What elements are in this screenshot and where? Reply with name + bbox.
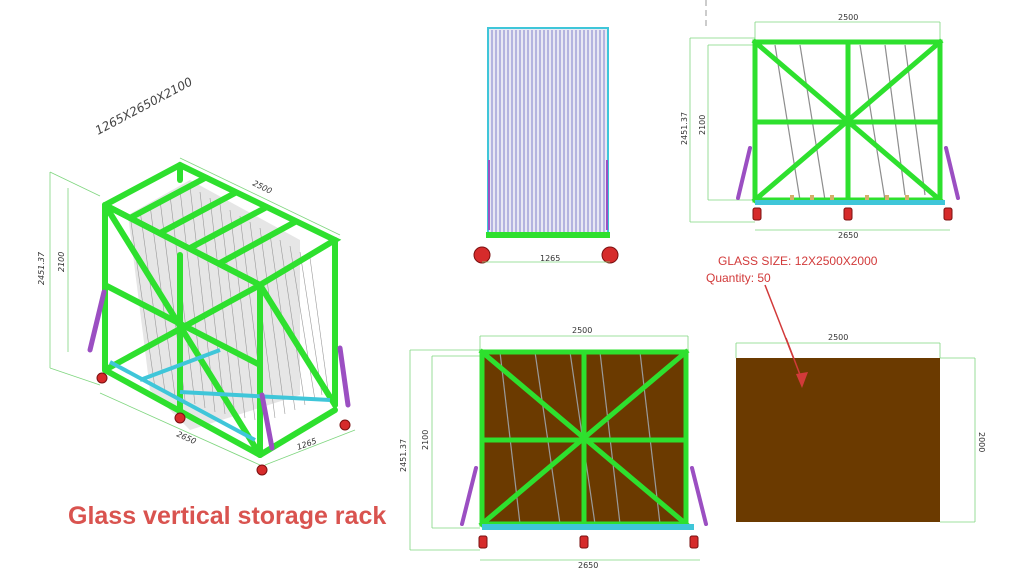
side-wheel <box>473 246 619 264</box>
iso-frame <box>102 161 342 458</box>
loaded-dim-height: 2100 <box>421 430 430 450</box>
loaded-dim-height-total: 2451.37 <box>399 439 408 472</box>
loaded-dim-bottom: 2650 <box>578 561 598 570</box>
front-dim-height-total: 2451.37 <box>680 112 689 145</box>
iso-wheel <box>96 372 351 476</box>
front-dim-bottom: 2650 <box>838 231 858 240</box>
side-view: 1265 <box>473 27 619 264</box>
side-dim-depth: 1265 <box>540 254 560 263</box>
isometric-view: 1265X2650X2100 2451.37 2100 2500 2650 12… <box>37 74 356 476</box>
front-dim-height: 2100 <box>698 115 707 135</box>
loaded-dim-top: 2500 <box>572 326 592 335</box>
iso-dim-depth: 1265 <box>296 436 318 451</box>
side-glass-stack <box>491 30 605 232</box>
iso-dim-height-total: 2451.37 <box>37 251 46 285</box>
front-wheel <box>752 207 953 221</box>
loaded-front-view: 2500 2451.37 2100 2650 <box>399 326 708 570</box>
iso-dim-length: 2650 <box>175 430 197 447</box>
overall-size-label: 1265X2650X2100 <box>93 74 195 137</box>
drawing-title: Glass vertical storage rack <box>68 502 386 530</box>
front-frame <box>751 38 944 204</box>
iso-dim-width: 2500 <box>251 179 273 196</box>
loaded-frame <box>478 348 690 528</box>
iso-dim-height: 2100 <box>57 252 66 272</box>
front-dim-top: 2500 <box>838 13 858 22</box>
glass-sheet-view: 2500 2000 <box>735 333 986 523</box>
glass-dim-height: 2000 <box>977 432 986 452</box>
quantity-note: Quantity: 50 <box>706 271 771 285</box>
front-view: 2500 2451.37 2100 2650 <box>680 0 960 240</box>
iso-side-brace <box>87 289 351 451</box>
glass-size-note: GLASS SIZE: 12X2500X2000 <box>718 254 878 268</box>
loaded-wheel <box>478 535 699 549</box>
glass-dim-width: 2500 <box>828 333 848 342</box>
glass-sheet <box>736 358 940 522</box>
